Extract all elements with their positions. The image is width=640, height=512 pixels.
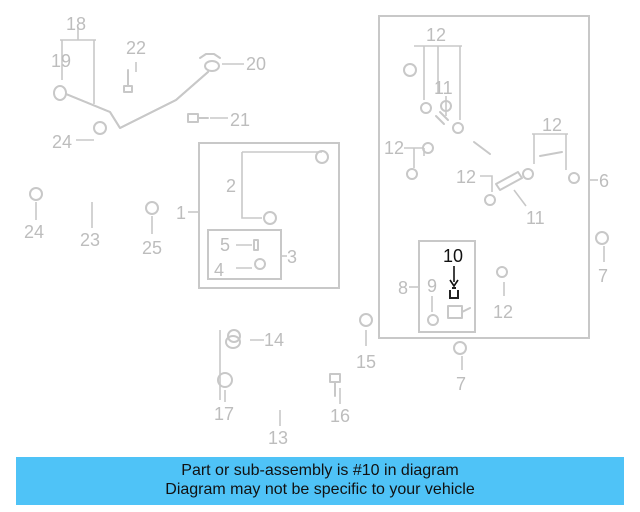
bolt-16 <box>329 373 341 397</box>
banner-line-2: Diagram may not be specific to your vehi… <box>165 481 475 498</box>
leader-14 <box>219 330 264 400</box>
leader-lines-18-19 <box>60 27 96 104</box>
assembly-box-1 <box>198 142 340 289</box>
highlighted-part-10 <box>449 287 459 299</box>
callout-7b: 7 <box>456 374 466 394</box>
callout-2: 2 <box>226 176 236 196</box>
parts-diagram: 18 19 20 21 22 24 24 23 25 1 2 3 4 5 <box>24 14 609 448</box>
callout-1: 1 <box>176 203 186 223</box>
part-info-banner: Part or sub-assembly is #10 in diagram D… <box>16 457 624 505</box>
callout-12b: 12 <box>384 138 404 158</box>
fitting-8 <box>447 305 471 319</box>
callout-21: 21 <box>230 110 250 130</box>
arrow-10 <box>449 279 459 288</box>
hose-2 <box>263 150 329 225</box>
ring-4 <box>254 258 266 270</box>
callout-5: 5 <box>220 235 230 255</box>
hose-group-upper <box>401 63 464 134</box>
callout-12d: 12 <box>542 115 562 135</box>
callout-17: 17 <box>214 404 234 424</box>
hose-group-left <box>406 142 444 205</box>
callout-19: 19 <box>51 51 71 71</box>
leader-4-5 <box>236 244 252 269</box>
callout-20: 20 <box>246 54 266 74</box>
callout-24b: 24 <box>24 222 44 242</box>
callout-15: 15 <box>356 352 376 372</box>
sub-box-3 <box>207 229 282 280</box>
leader-12d <box>532 133 568 170</box>
hose-group-lower <box>462 210 560 324</box>
clamp-17 <box>217 372 233 388</box>
leader-12c <box>480 175 493 192</box>
callout-13: 13 <box>268 428 288 448</box>
callout-3: 3 <box>287 247 297 267</box>
callout-24a: 24 <box>52 132 72 152</box>
callout-25: 25 <box>142 238 162 258</box>
callout-7a: 7 <box>598 266 608 286</box>
coolant-pipe-assembly <box>53 53 221 135</box>
callout-8: 8 <box>398 278 408 298</box>
callout-22: 22 <box>126 38 146 58</box>
leader-2 <box>241 151 322 219</box>
callout-14: 14 <box>264 330 284 350</box>
ring-9 <box>427 314 439 326</box>
callout-18: 18 <box>66 14 86 34</box>
callout-16: 16 <box>330 406 350 426</box>
callout-10: 10 <box>443 246 463 266</box>
callout-6: 6 <box>599 171 609 191</box>
hose-group-center <box>473 141 580 206</box>
callout-4: 4 <box>214 260 224 280</box>
callout-11b: 11 <box>526 208 545 228</box>
callout-11a: 11 <box>434 78 453 98</box>
clamp-7b <box>453 341 467 355</box>
assembly-box-6 <box>378 15 590 339</box>
clamp-15 <box>359 313 373 327</box>
clip-5 <box>253 239 259 251</box>
leader-12b <box>404 147 425 168</box>
callout-12c: 12 <box>456 167 476 187</box>
clamp-7a <box>595 231 609 245</box>
callout-12a: 12 <box>426 25 446 45</box>
callout-23: 23 <box>80 230 100 250</box>
callout-12e: 12 <box>493 302 513 322</box>
callout-9: 9 <box>427 276 437 296</box>
leader-11b <box>513 189 527 207</box>
pipe-13 <box>225 322 342 407</box>
hose-23 <box>29 178 159 215</box>
leader-12a <box>414 45 462 120</box>
banner-line-1: Part or sub-assembly is #10 in diagram <box>181 462 459 479</box>
